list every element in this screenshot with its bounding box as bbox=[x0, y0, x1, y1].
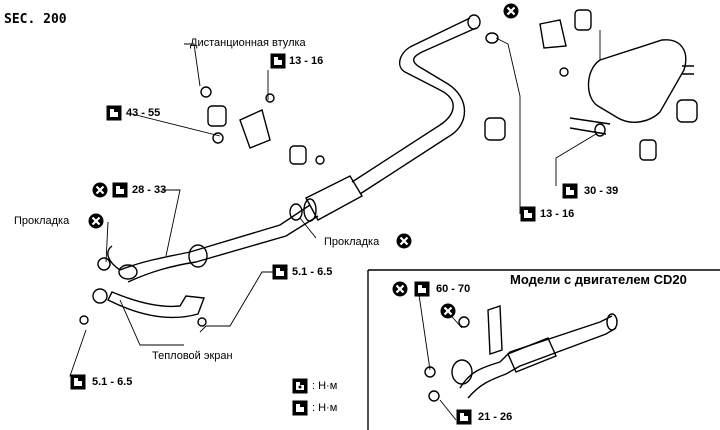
label-cd20-models: Модели с двигателем CD20 bbox=[510, 272, 687, 287]
do-not-reuse-icon bbox=[88, 213, 104, 229]
legend-unit-2: : Н·м bbox=[312, 402, 338, 414]
do-not-reuse-icon bbox=[440, 303, 456, 319]
center-muffler bbox=[303, 124, 449, 222]
label-heat-shield: Тепловой экран bbox=[152, 350, 233, 362]
torque-wrench-icon bbox=[106, 105, 122, 121]
rubber-mounts bbox=[207, 9, 698, 165]
label-spacer-bushing: Дистанционная втулка bbox=[190, 37, 306, 49]
torque-wrench-icon bbox=[70, 374, 86, 390]
cd20-inset-frame bbox=[367, 269, 720, 430]
torque-30-39: 30 - 39 bbox=[584, 185, 619, 197]
cd20-pipe bbox=[424, 305, 618, 402]
do-not-reuse-icon bbox=[503, 3, 519, 19]
torque-wrench-icon bbox=[272, 264, 288, 280]
torque-wrench-icon bbox=[562, 183, 578, 199]
hanger-bracket bbox=[200, 67, 569, 165]
torque-5-1-bottom: 5.1 - 6.5 bbox=[92, 376, 133, 388]
legend-torque-icon-1 bbox=[292, 378, 308, 394]
label-gasket-center: Прокладка bbox=[324, 236, 380, 248]
section-number: SEC. 200 bbox=[4, 12, 67, 27]
legend-unit-1: : Н·м bbox=[312, 380, 338, 392]
front-pipe bbox=[107, 204, 319, 283]
torque-wrench-icon bbox=[414, 281, 430, 297]
torque-wrench-icon bbox=[456, 409, 472, 425]
mid-pipe bbox=[398, 14, 481, 138]
torque-43-55: 43 - 55 bbox=[126, 107, 161, 119]
rear-muffler bbox=[569, 39, 694, 137]
legend-torque-icon-2 bbox=[292, 400, 308, 416]
torque-21-26: 21 - 26 bbox=[478, 411, 513, 423]
heat-shield bbox=[79, 288, 207, 327]
label-gasket-left: Прокладка bbox=[14, 215, 70, 227]
torque-5-1-mid: 5.1 - 6.5 bbox=[292, 266, 333, 278]
torque-wrench-icon bbox=[270, 53, 286, 69]
torque-wrench-icon bbox=[112, 182, 128, 198]
do-not-reuse-icon bbox=[392, 281, 408, 297]
leader-lines bbox=[69, 30, 601, 421]
do-not-reuse-icon bbox=[396, 233, 412, 249]
gasket-center-part bbox=[97, 203, 303, 271]
torque-wrench-icon bbox=[520, 206, 536, 222]
do-not-reuse-icon bbox=[92, 182, 108, 198]
torque-13-16-top: 13 - 16 bbox=[289, 55, 324, 67]
torque-28-33: 28 - 33 bbox=[132, 184, 167, 196]
torque-13-16-right: 13 - 16 bbox=[540, 208, 575, 220]
torque-60-70: 60 - 70 bbox=[436, 283, 471, 295]
